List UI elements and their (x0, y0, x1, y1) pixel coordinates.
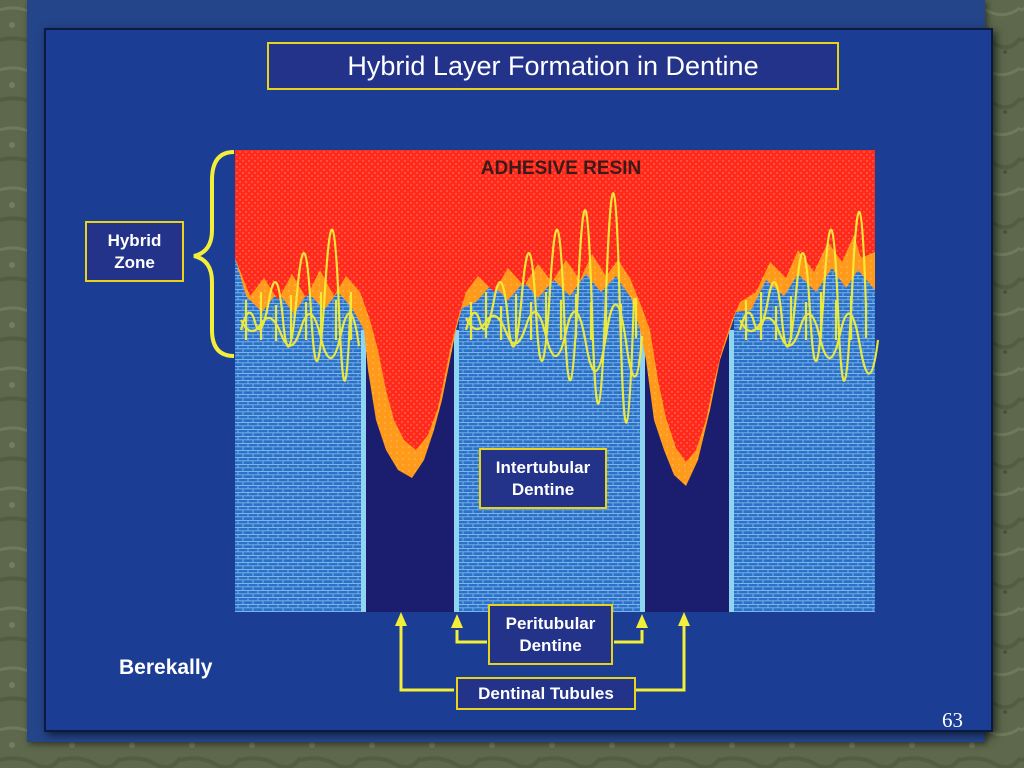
intertubular-dentine-label: Intertubular Dentine (479, 448, 607, 509)
peritubular-wall (729, 330, 734, 612)
page-number: 63 (942, 708, 963, 732)
adhesive-resin-label: ADHESIVE RESIN (480, 158, 642, 179)
hybrid-zone-label: Hybrid Zone (85, 221, 184, 282)
peritubular-arrows (455, 630, 644, 644)
hybrid-zone-brace (193, 150, 235, 358)
hybrid-layer-diagram (193, 150, 880, 692)
slide: Hybrid Layer Formation in Dentine ADHESI… (44, 28, 993, 732)
adhesive-resin (235, 150, 875, 462)
tubule-arrows (399, 620, 686, 692)
peritubular-dentine-label: Peritubular Dentine (488, 604, 613, 665)
peritubular-wall (640, 330, 645, 612)
collagen-network (239, 192, 880, 424)
peritubular-wall (454, 330, 459, 612)
slide-title: Hybrid Layer Formation in Dentine (267, 42, 839, 90)
author-name: Berekally (119, 656, 213, 679)
dentinal-tubules-label: Dentinal Tubules (456, 677, 636, 710)
dentine-block-left (235, 258, 365, 612)
arrowheads (395, 612, 690, 628)
peritubular-wall (361, 330, 366, 612)
dentine-block-right (734, 258, 875, 612)
